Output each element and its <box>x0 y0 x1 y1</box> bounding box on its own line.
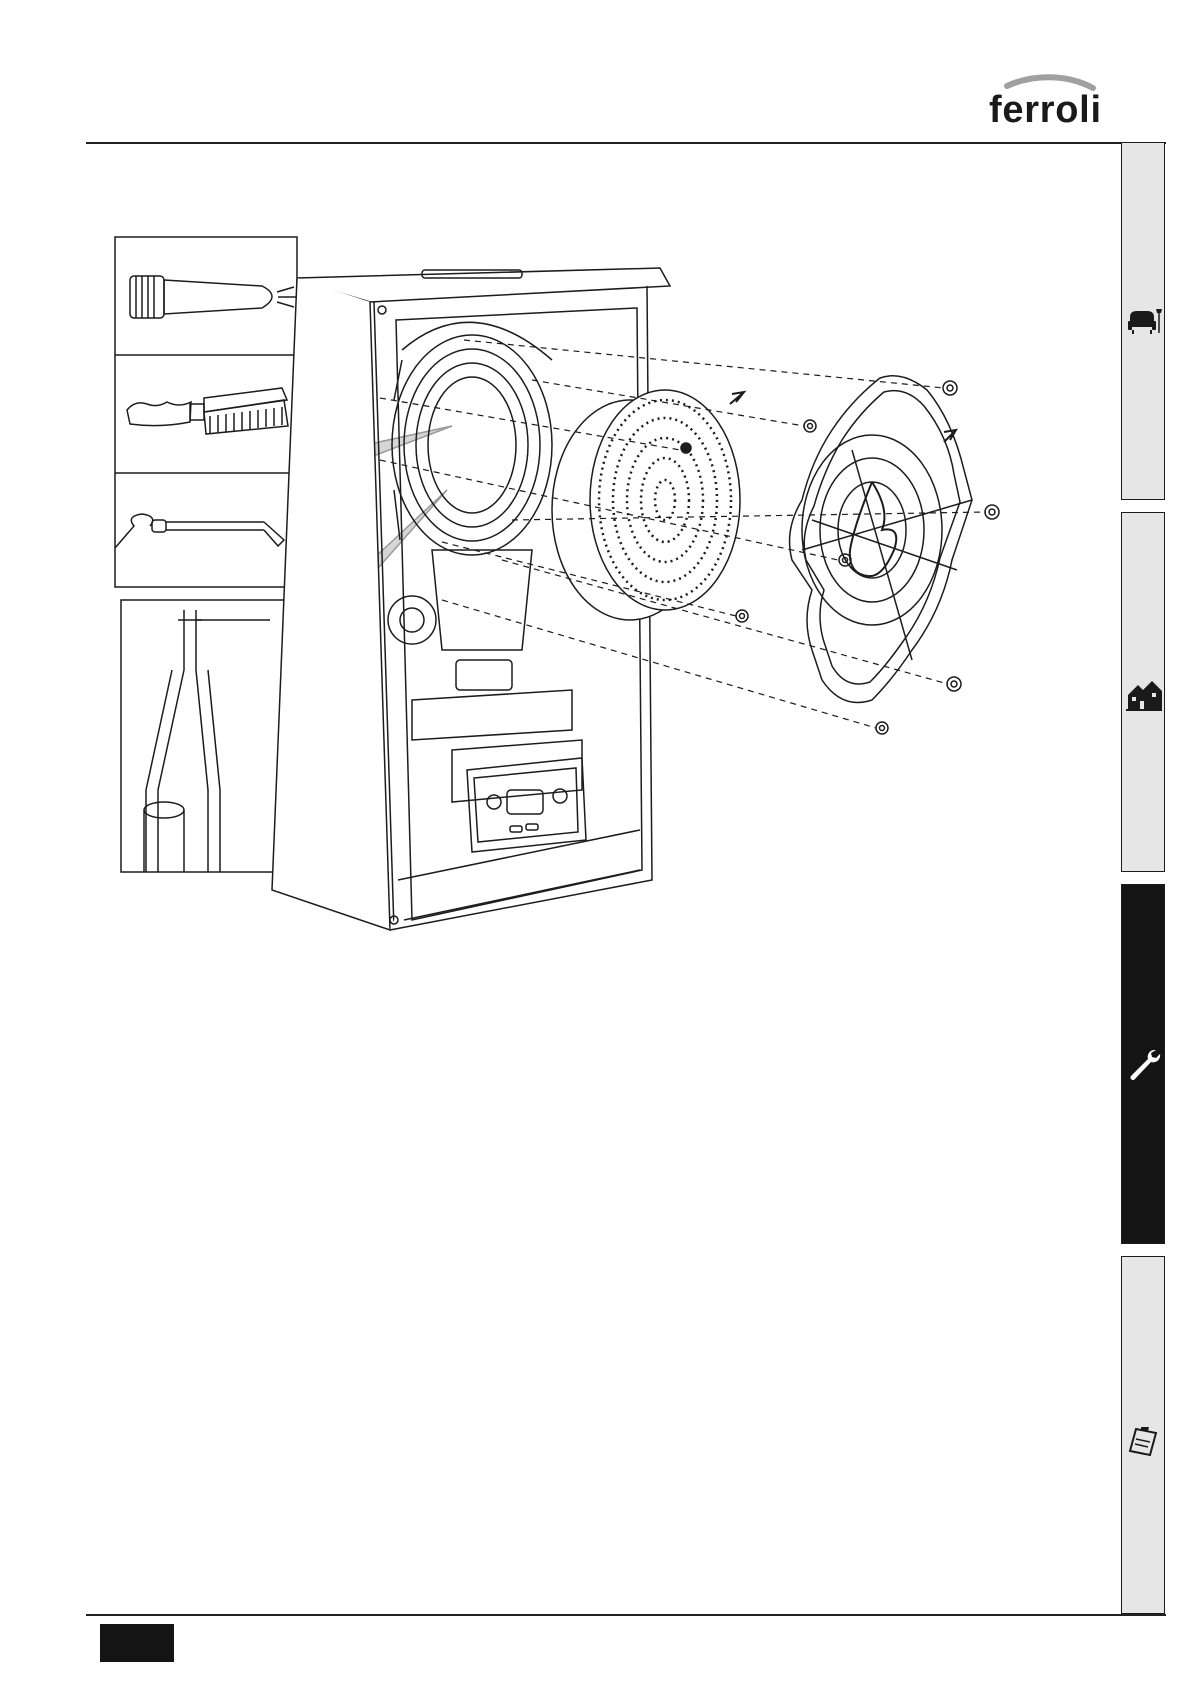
burner-cover-plate <box>790 376 972 703</box>
tab-service[interactable] <box>1121 884 1165 1244</box>
armchair-icon <box>1126 303 1162 339</box>
ferroli-logo: ferroli <box>985 72 1105 134</box>
exploded-maintenance-illustration <box>112 230 1112 1010</box>
footer-rule <box>86 1614 1166 1616</box>
tab-installation[interactable] <box>1121 512 1165 872</box>
burner-mesh-disc <box>552 390 744 620</box>
tab-user[interactable] <box>1121 142 1165 500</box>
clipboard-icon <box>1126 1421 1162 1457</box>
electrode-gap-detail <box>121 600 295 872</box>
svg-text:ferroli: ferroli <box>989 89 1101 131</box>
tab-technical-data[interactable] <box>1121 1256 1165 1614</box>
wrench-icon <box>1126 1047 1162 1083</box>
tool-panels <box>115 237 297 872</box>
page-number-box <box>100 1624 174 1662</box>
header-rule <box>86 142 1166 144</box>
house-icon <box>1126 677 1162 713</box>
section-tabs <box>1121 142 1169 1614</box>
